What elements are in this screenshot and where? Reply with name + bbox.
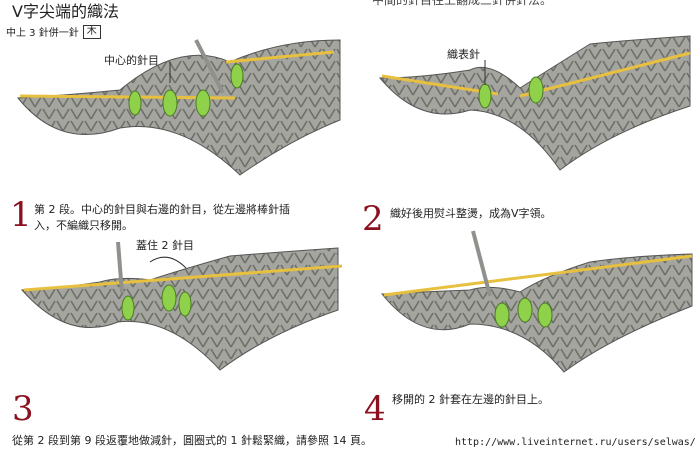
step-number-2: 2 [362, 199, 384, 239]
step-4-caption: 移開的 2 針套在左邊的針目上。 [392, 392, 549, 408]
decrease-symbol: 木 [82, 24, 101, 39]
footer-note: 從第 2 段到第 9 段返覆地做減針，圓圈式的 1 針鬆緊織，請參照 14 頁。 [12, 434, 372, 447]
step-number-1: 1 [10, 195, 32, 235]
subtitle-text: 中上 3 針併一針 [6, 28, 79, 39]
step-1-caption: 第 2 段。中心的針目與右邊的針目，從左邊將棒針插 入，不編織只移開。 [34, 202, 290, 234]
subtitle: 中上 3 針併一針 木 [6, 24, 101, 39]
panel-1-illustration [16, 39, 341, 176]
source-url: http://www.liveinternet.ru/users/selwas/ [455, 437, 696, 448]
panel-4-illustration [381, 230, 693, 373]
step-2-caption-line1: 織好後用熨斗整燙，成為V字領。 [390, 207, 552, 220]
panel-3-illustration [20, 241, 343, 371]
step-number-4: 4 [364, 389, 386, 429]
panel-1-label: 中心的針目 [104, 54, 159, 67]
panel-2-label: 織表針 [447, 48, 480, 61]
step-number-3: 3 [12, 389, 34, 429]
step-1-caption-line2: 入，不編織只移開。 [34, 219, 133, 232]
step-4-caption-line1: 移開的 2 針套在左邊的針目上。 [392, 393, 549, 406]
panel-2-illustration [378, 35, 691, 171]
step-2-caption: 織好後用熨斗整燙，成為V字領。 [390, 206, 552, 222]
top-right-caption: 中間的針目往上翻成三針併針法。 [372, 0, 553, 7]
panel-3-label: 蓋住 2 針目 [136, 239, 194, 252]
step-1-caption-line1: 第 2 段。中心的針目與右邊的針目，從左邊將棒針插 [34, 203, 290, 216]
page-title: V字尖端的織法 [12, 2, 119, 21]
